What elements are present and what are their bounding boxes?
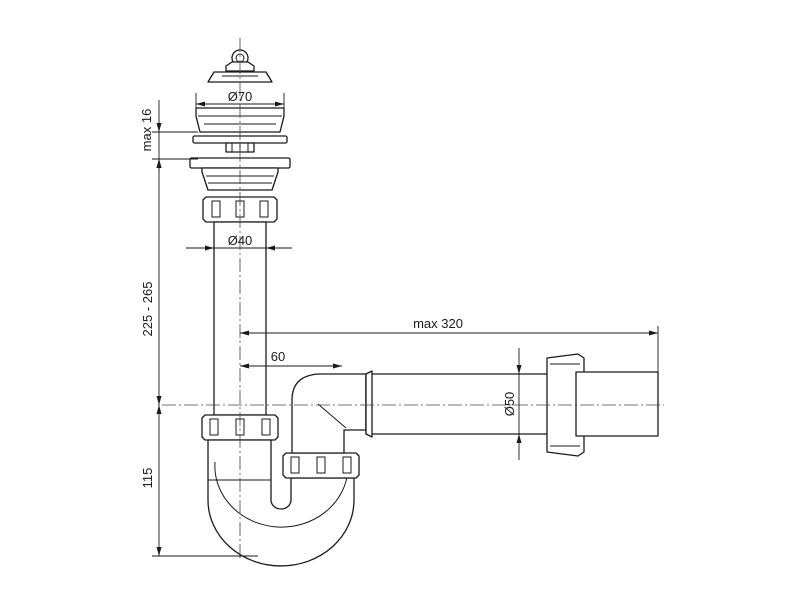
vertical-tube xyxy=(213,221,267,416)
height-range-label: 225 - 265 xyxy=(140,282,155,337)
height-range-dimension: 225 - 265 xyxy=(140,159,162,405)
u-trap xyxy=(207,439,355,567)
horizontal-reach-dimension: max 320 xyxy=(240,316,659,372)
plug-height-label: max 16 xyxy=(139,109,154,152)
horizontal-outlet-tube xyxy=(365,370,555,438)
trap-depth-dimension: 115 xyxy=(140,405,258,557)
pipe-diameter-dimension: Ø40 xyxy=(186,233,292,251)
outlet-diameter-dimension: Ø50 xyxy=(502,348,522,460)
trap-depth-label: 115 xyxy=(140,468,155,489)
center-lines xyxy=(162,38,664,560)
plug-height-dimension: max 16 xyxy=(139,100,198,172)
outlet-diameter-label: Ø50 xyxy=(502,392,517,417)
trap-union-nut xyxy=(282,452,360,479)
pipe-diameter-label: Ø40 xyxy=(228,233,253,248)
flange-diameter-dimension: Ø70 xyxy=(195,89,285,108)
elbow-bend xyxy=(291,373,367,454)
offset-dimension: 60 xyxy=(240,349,342,369)
offset-label: 60 xyxy=(271,349,285,364)
horizontal-reach-label: max 320 xyxy=(413,316,463,331)
flange-diameter-label: Ø70 xyxy=(228,89,253,104)
